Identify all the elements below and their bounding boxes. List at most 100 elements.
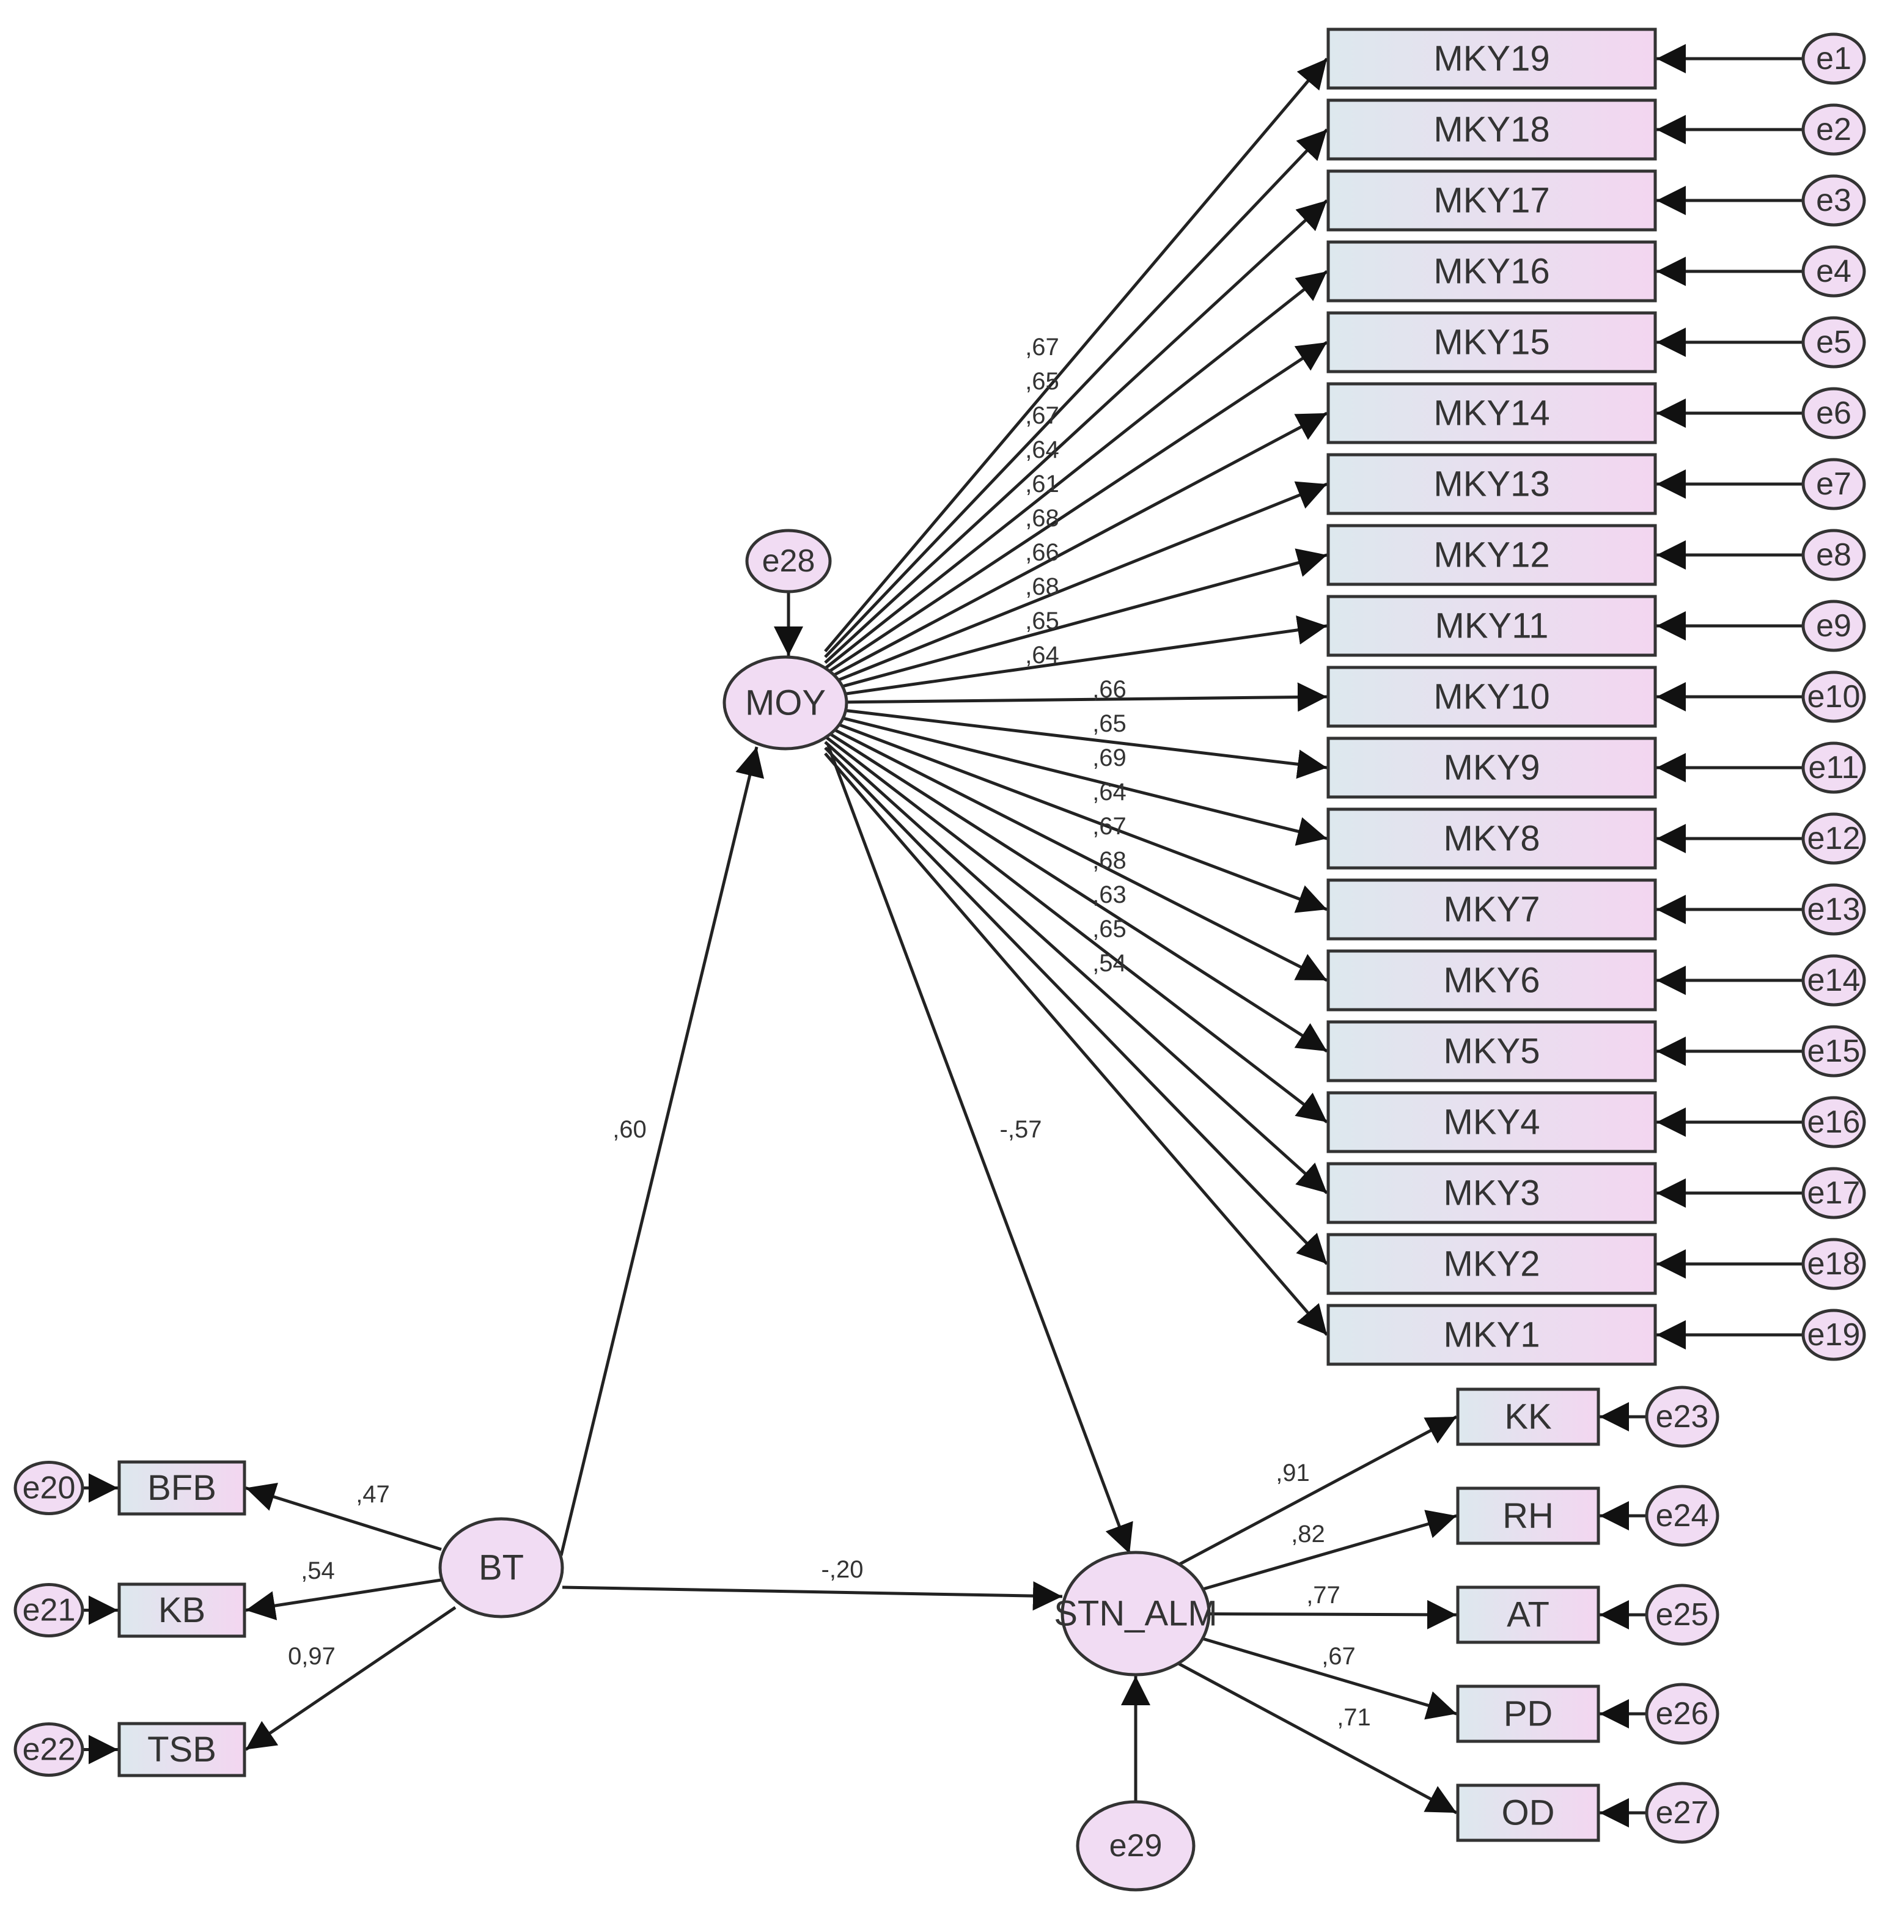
latent-moy-label: MOY: [745, 683, 826, 723]
error-e29-label: e29: [1109, 1828, 1163, 1864]
indicator-mky2-label: MKY2: [1444, 1244, 1540, 1284]
indicator-mky1: [1326, 1304, 1657, 1366]
loading-arrow-mky19: [824, 57, 1328, 653]
indicator-mky15-label: MKY15: [1433, 323, 1549, 362]
indicator-tsb-label: TSB: [147, 1730, 216, 1769]
indicator-mky5-label: MKY5: [1444, 1032, 1540, 1071]
loading-arrow-mky18: [824, 128, 1328, 658]
loading-arrow-tsb: [244, 1606, 457, 1751]
error-e12: [1801, 812, 1866, 865]
indicator-kb-label: KB: [158, 1590, 205, 1630]
indicator-mky18-label: MKY18: [1433, 110, 1549, 150]
labels-layer: ,60-,57-,20,67,65,67,64,61,68,66,68,65,6…: [288, 334, 1371, 1731]
error-e7: [1801, 458, 1866, 510]
error-e7-label: e7: [1816, 466, 1851, 502]
indicator-mky9-label: MKY9: [1444, 748, 1540, 788]
error-e25-label: e25: [1656, 1597, 1709, 1633]
error-e9-label: e9: [1816, 608, 1851, 644]
error-e6-label: e6: [1816, 395, 1851, 431]
indicator-od: [1456, 1783, 1600, 1842]
indicator-mky6-label: MKY6: [1444, 961, 1540, 1001]
indicator-mky19-label: MKY19: [1433, 39, 1549, 79]
error-e13: [1801, 883, 1866, 936]
loading-weight-mky11: ,65: [1025, 608, 1059, 634]
loading-arrow-mky14: [824, 411, 1328, 681]
error-e19-label: e19: [1807, 1317, 1861, 1353]
indicator-mky16: [1326, 240, 1657, 303]
loading-weight-mky8: ,65: [1092, 710, 1127, 737]
error-e11: [1801, 741, 1866, 794]
error-e22-label: e22: [23, 1732, 76, 1768]
error-e23-label: e23: [1656, 1399, 1709, 1434]
indicator-mky10-label: MKY10: [1433, 677, 1549, 717]
loading-weight-od: ,71: [1337, 1704, 1371, 1731]
indicator-mky15: [1326, 311, 1657, 373]
error-e4-label: e4: [1816, 254, 1851, 289]
error-e6: [1801, 387, 1866, 439]
error-e20: [13, 1461, 84, 1515]
error-e5-label: e5: [1816, 325, 1851, 360]
error-e26: [1645, 1683, 1719, 1745]
error-e17: [1801, 1167, 1866, 1219]
error-e14: [1801, 954, 1866, 1007]
loading-weight-mky16: ,64: [1025, 436, 1059, 463]
error-e23: [1645, 1386, 1719, 1448]
indicator-rh: [1456, 1486, 1600, 1545]
latent-bt-label: BT: [479, 1548, 524, 1588]
loading-arrow-mky16: [824, 270, 1328, 670]
indicator-mky4-label: MKY4: [1444, 1103, 1540, 1142]
loading-weight-kb: ,54: [301, 1557, 335, 1584]
indicator-mky16-label: MKY16: [1433, 252, 1549, 292]
error-e11-label: e11: [1809, 750, 1859, 785]
error-e28: [745, 529, 832, 593]
indicator-mky10: [1326, 666, 1657, 728]
indicator-rh-label: RH: [1502, 1496, 1554, 1536]
error-e8-label: e8: [1816, 537, 1851, 573]
error-e9: [1801, 600, 1866, 652]
error-e1-label: e1: [1816, 41, 1851, 76]
loading-arrow-mky8: [825, 712, 1328, 846]
error-e2: [1801, 103, 1866, 156]
indicator-mky7-label: MKY7: [1444, 890, 1540, 930]
indicator-at: [1456, 1585, 1600, 1644]
indicator-mky9: [1326, 736, 1657, 799]
error-e29: [1076, 1800, 1196, 1892]
loading-weight-at: ,77: [1306, 1582, 1340, 1609]
loading-arrow-mky6: [824, 724, 1328, 982]
loading-arrow-bfb: [245, 1482, 442, 1551]
error-e21-label: e21: [23, 1593, 76, 1628]
indicator-mky19: [1326, 28, 1657, 90]
loading-weight-mky1: ,54: [1092, 950, 1127, 977]
loading-weight-mky14: ,68: [1025, 505, 1059, 532]
latent-bt: [438, 1517, 564, 1618]
indicator-mky14: [1326, 382, 1657, 444]
error-e3-label: e3: [1816, 183, 1851, 218]
loading-arrow-od: [1177, 1662, 1458, 1815]
path-weight-bt-moy: ,60: [612, 1116, 647, 1143]
path-bt-to-moy: [559, 746, 765, 1556]
path-weight-moy-stn: -,57: [1000, 1116, 1042, 1143]
loading-arrow-mky1: [824, 752, 1328, 1336]
loading-arrow-mky11: [825, 615, 1328, 699]
error-e5: [1801, 316, 1866, 369]
indicator-kk: [1456, 1387, 1600, 1446]
indicator-mky3-label: MKY3: [1444, 1174, 1540, 1213]
loading-arrow-mky5: [824, 729, 1328, 1053]
error-e24-label: e24: [1656, 1498, 1709, 1533]
loading-arrow-at: [1208, 1600, 1457, 1629]
loading-arrow-mky9: [825, 706, 1328, 779]
loading-arrow-mky7: [825, 718, 1328, 913]
error-e27: [1645, 1782, 1719, 1844]
loading-weight-mky10: ,64: [1025, 642, 1059, 669]
loading-weight-mky19: ,67: [1025, 334, 1059, 361]
indicator-at-label: AT: [1507, 1595, 1549, 1635]
error-e18-label: e18: [1807, 1246, 1861, 1282]
error-e20-label: e20: [23, 1471, 76, 1506]
loading-weight-mky13: ,66: [1025, 539, 1059, 566]
indicator-mky5: [1326, 1020, 1657, 1082]
indicator-kk-label: KK: [1504, 1397, 1552, 1437]
indicator-mky12: [1326, 524, 1657, 586]
loading-arrow-mky17: [824, 199, 1328, 664]
loading-arrow-kb: [245, 1578, 442, 1620]
